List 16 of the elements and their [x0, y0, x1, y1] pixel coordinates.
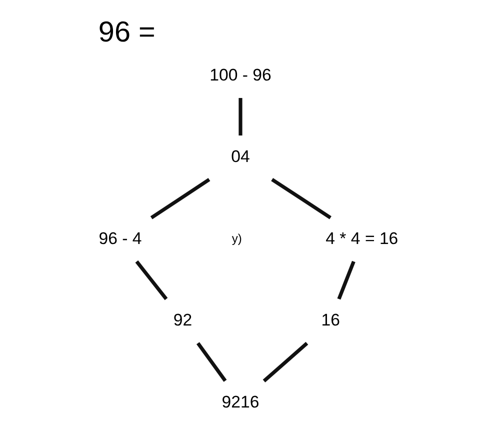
- node-text: 16: [320, 310, 340, 330]
- node-text: 9216: [221, 392, 259, 412]
- node-text: 96 - 4: [98, 228, 142, 248]
- connector: [134, 260, 168, 300]
- connector: [262, 342, 308, 382]
- diagram-title: 96 =: [98, 16, 155, 48]
- node-text: 100 - 96: [209, 65, 271, 84]
- connector: [336, 260, 355, 300]
- connector: [150, 178, 210, 220]
- node-text: 92: [172, 310, 192, 330]
- node-text: 04: [230, 147, 250, 166]
- label: y): [231, 231, 242, 246]
- connector: [196, 342, 226, 382]
- connector: [238, 98, 242, 136]
- connector: [270, 178, 331, 220]
- node-text: 4 * 4 = 16: [325, 228, 398, 248]
